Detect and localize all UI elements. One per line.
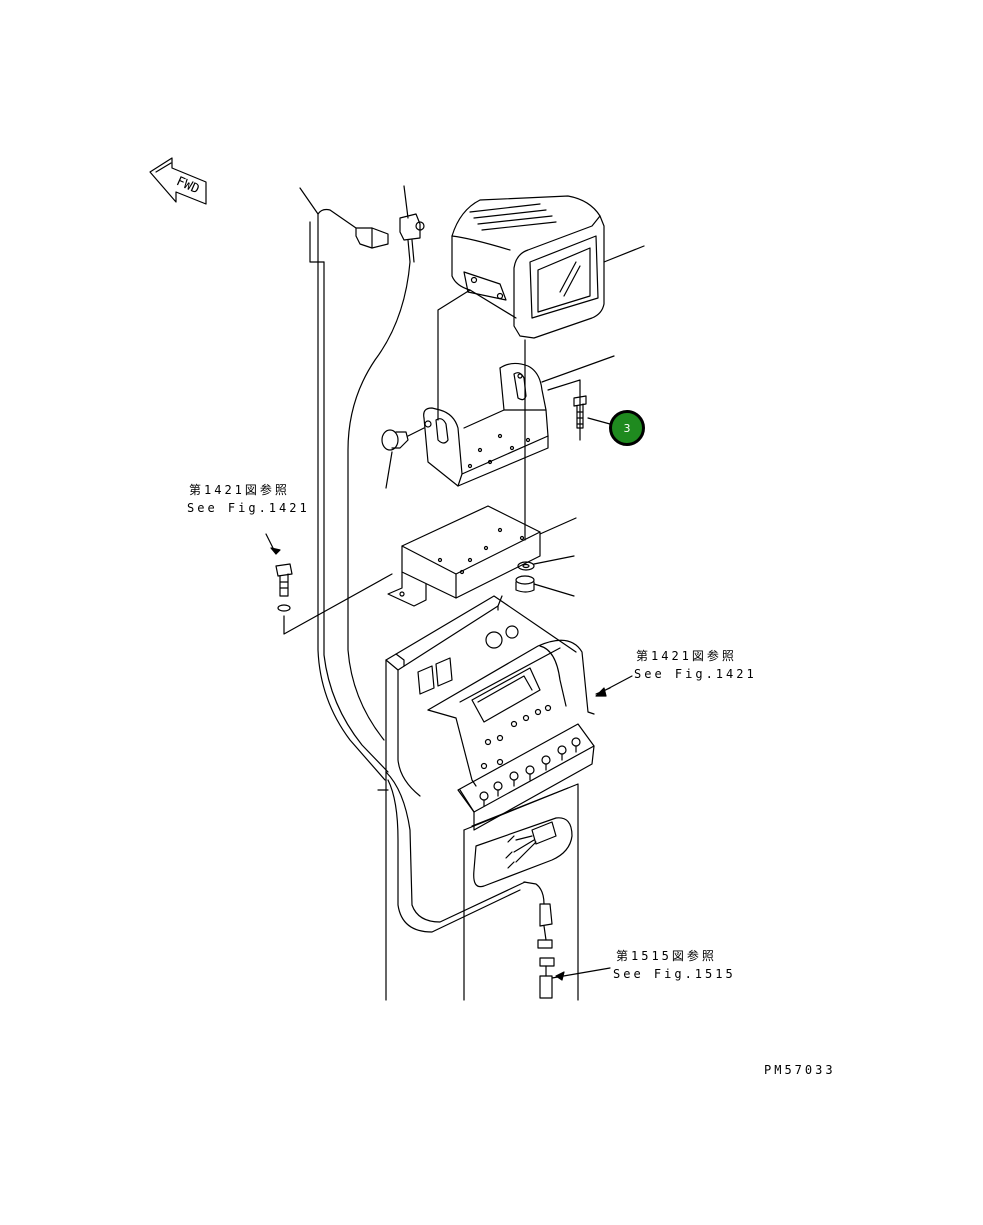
ref-bottom-jp: 第1515図参照: [616, 949, 717, 963]
ref-bottom-en: See Fig.1515: [613, 967, 736, 981]
assembly-lines: [437, 289, 581, 541]
ref-right-en: See Fig.1421: [634, 667, 757, 681]
monitor-console: [385, 595, 611, 1001]
bolt-left: [265, 533, 393, 635]
console-cutout: [473, 817, 573, 888]
ref-left-jp: 第1421図参照: [189, 483, 290, 497]
fwd-label: FWD: [174, 174, 202, 197]
ref-arrow-right: [595, 675, 633, 697]
work-lamp: [451, 195, 645, 339]
washer-nut: [515, 555, 575, 597]
adjusting-knob: [381, 427, 425, 489]
ref-right-jp: 第1421図参照: [636, 649, 737, 663]
ref-left-en: See Fig.1421: [187, 501, 310, 515]
wiring-harness: [299, 185, 526, 933]
lamp-bracket: [423, 355, 615, 487]
harness-connectors: [355, 213, 425, 249]
drawing-number: PM57033: [764, 1063, 836, 1077]
lower-harness-connectors: [523, 881, 611, 999]
bolt-upper: [573, 395, 611, 429]
callout-3[interactable]: 3: [609, 410, 645, 446]
mounting-plate: [387, 505, 577, 607]
fwd-arrow: FWD: [149, 157, 207, 205]
